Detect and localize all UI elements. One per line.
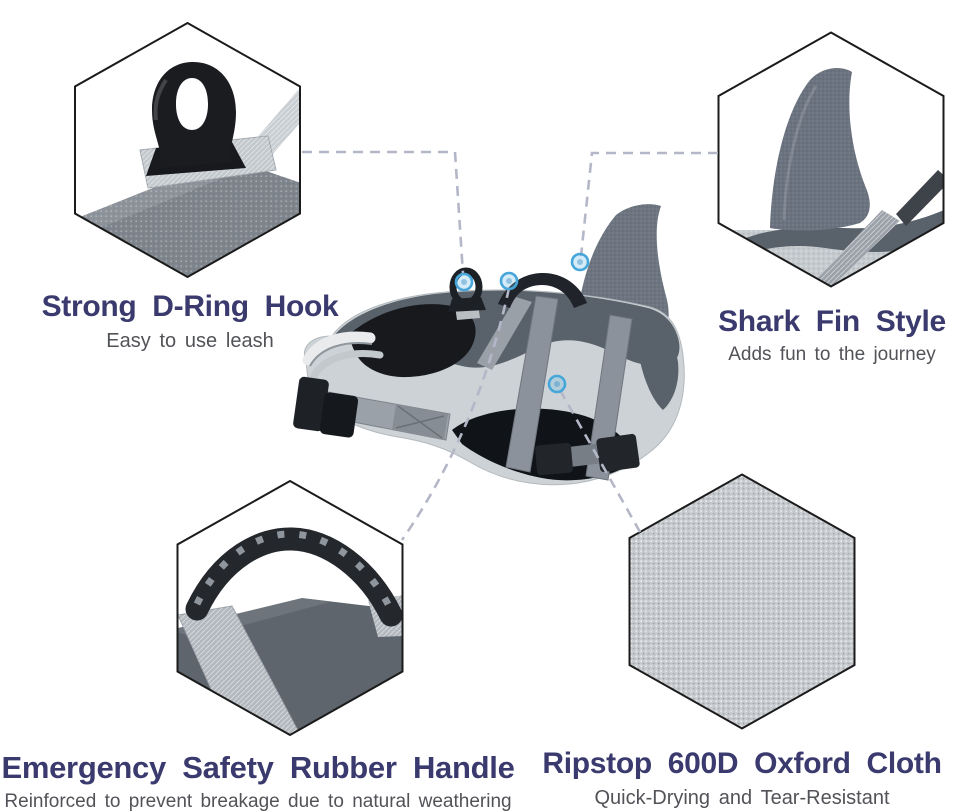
jacket-strap-front bbox=[505, 295, 559, 473]
product-photo-shark-life-jacket bbox=[293, 204, 685, 486]
hexagon-photo-oxford-cloth bbox=[629, 474, 855, 729]
belly-strap-stitch bbox=[395, 405, 445, 439]
hexagon-frame-rubber-handle bbox=[176, 479, 404, 737]
collar-rim bbox=[302, 331, 376, 366]
hexagon-photo-d-ring bbox=[75, 23, 300, 277]
marker-rubber-handle bbox=[499, 271, 519, 291]
jacket-neck-opening bbox=[350, 304, 476, 378]
buckle-rear-left bbox=[535, 442, 573, 476]
marker-d-ring bbox=[454, 272, 474, 292]
buckle-front-inner bbox=[319, 392, 359, 438]
jacket-strap-rear bbox=[585, 314, 633, 481]
jacket-rear-panel bbox=[637, 318, 679, 410]
collar-crease bbox=[309, 342, 373, 367]
buckle-front-outer bbox=[293, 376, 329, 432]
connector-shark-fin bbox=[579, 151, 718, 257]
buckle-rear-right bbox=[596, 433, 640, 473]
marker-shark-fin bbox=[570, 252, 590, 272]
hexagon-frame-d-ring bbox=[74, 21, 301, 279]
connector-d-ring bbox=[302, 150, 465, 275]
marker-oxford-cloth bbox=[547, 374, 567, 394]
d-ring-base bbox=[448, 297, 486, 312]
hexagon-photo-shark-fin bbox=[718, 32, 944, 287]
connector-rubber-handle bbox=[400, 287, 511, 541]
collar-rim-2 bbox=[310, 350, 384, 380]
hexagon-frame-oxford-cloth bbox=[628, 473, 856, 730]
hexagon-photo-rubber-handle bbox=[177, 481, 403, 735]
hexagon-frame-shark-fin bbox=[717, 31, 945, 288]
jacket-strap-shoulder bbox=[477, 297, 532, 370]
jacket-handle bbox=[498, 273, 587, 308]
